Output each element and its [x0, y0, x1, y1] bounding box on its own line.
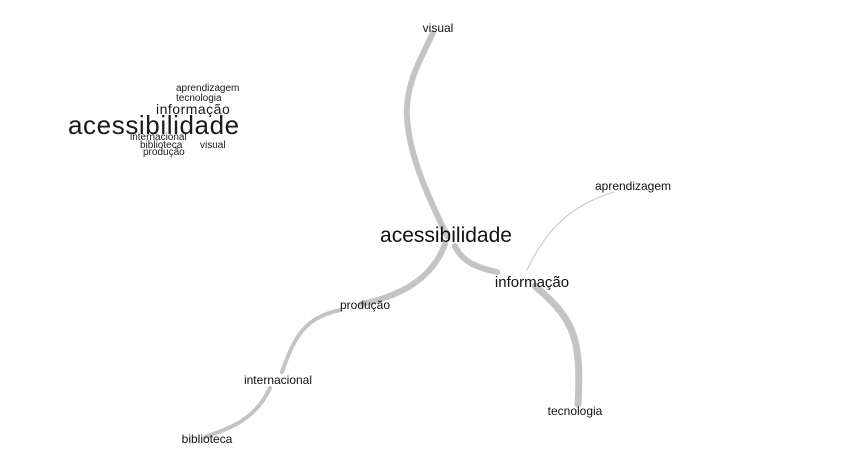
edge-producao-internacional: [280, 308, 342, 374]
node-label-internacional: internacional: [244, 373, 312, 387]
node-label-acessibilidade: acessibilidade: [380, 224, 512, 247]
node-label-biblioteca: biblioteca: [182, 432, 233, 446]
graph-labels: visual aprendizagem acessibilidade infor…: [182, 21, 671, 446]
node-label-aprendizagem: aprendizagem: [595, 179, 671, 193]
graph-edges: [203, 30, 615, 439]
node-label-tecnologia: tecnologia: [548, 404, 603, 418]
cloud-word-visual: visual: [200, 140, 226, 151]
cloud-word-acessibilidade: acessibilidade: [68, 110, 240, 140]
cloud-word-producao: produção: [143, 147, 185, 158]
edge-acessibilidade-producao: [359, 241, 448, 307]
edge-internacional-biblioteca: [203, 386, 272, 439]
cloud-word-tecnologia: tecnologia: [176, 93, 222, 104]
cloud-word-aprendizagem: aprendizagem: [176, 83, 240, 94]
edge-informacao-aprendizagem: [526, 191, 615, 271]
edge-informacao-tecnologia: [531, 282, 583, 408]
edge-visual-acessibilidade: [403, 30, 450, 239]
node-label-visual: visual: [423, 21, 454, 35]
edge-acessibilidade-informacao: [452, 243, 500, 275]
cloud-word-internacional: internacional: [130, 132, 187, 143]
node-label-producao: produção: [340, 298, 390, 312]
cloud-word-biblioteca: biblioteca: [140, 140, 183, 151]
cloud-word-informacao: informação: [156, 101, 231, 117]
node-label-informacao: informação: [495, 274, 569, 291]
